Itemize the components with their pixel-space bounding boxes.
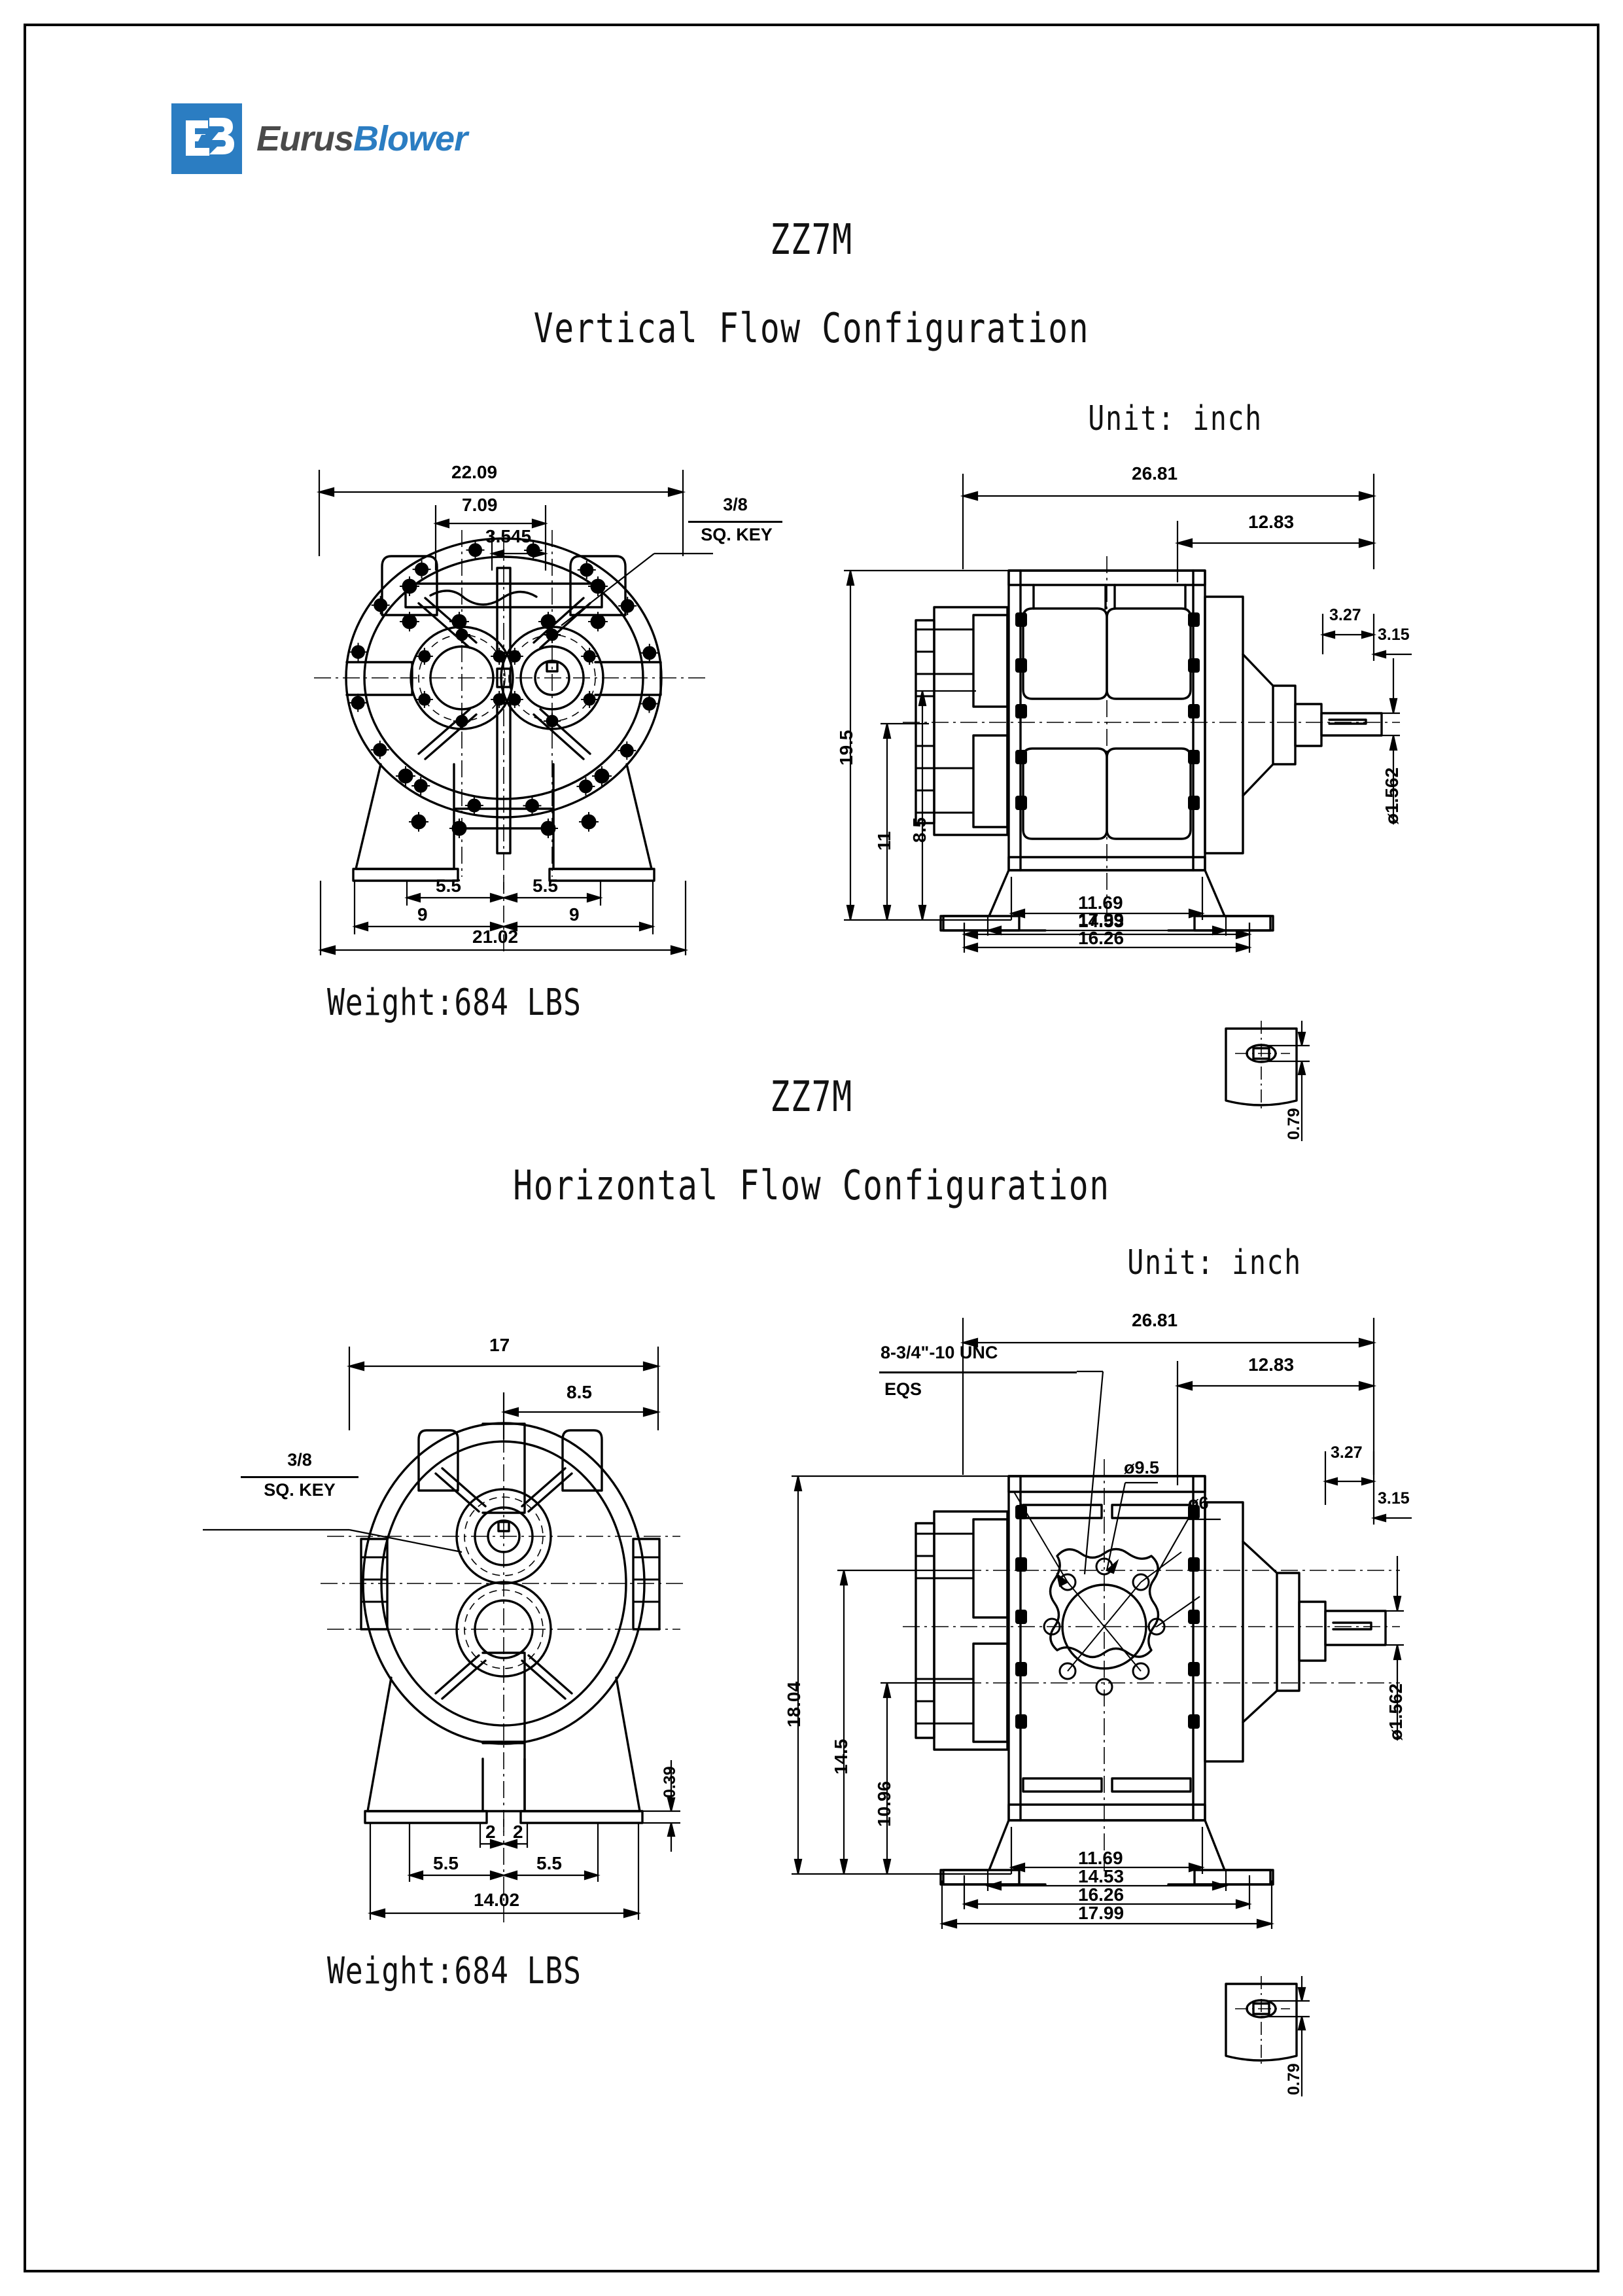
dim-9-left: 9 (417, 904, 428, 925)
dim-0-39-s2: 0.39 (661, 1766, 679, 1798)
brand-logo: EurusBlower (171, 103, 468, 174)
dim-5-5-right: 5.5 (532, 875, 558, 896)
dim-18-04-s2: 18.04 (784, 1681, 804, 1727)
dim-17-99-s2: 17.99 (1078, 1903, 1125, 1923)
hole-note-dia-6: ø6 (1188, 1493, 1209, 1513)
dim-17-99-s1: 17.99 (1078, 910, 1125, 930)
vertical-foot-detail: 0.79 (1197, 1001, 1367, 1165)
key-note-fraction-s2: 3/8 (287, 1450, 312, 1470)
dim-5-5-left: 5.5 (436, 875, 461, 896)
dim-8-5-s1: 8.5 (909, 817, 930, 843)
dim-11-69-s1: 11.69 (1078, 892, 1123, 913)
dim-3-27-s1: 3.27 (1329, 606, 1361, 624)
dim-14-53-s2: 14.53 (1078, 1866, 1125, 1886)
dim-3-15-s2: 3.15 (1378, 1489, 1410, 1508)
vertical-left-end-view: 22.09 7.09 3.545 (307, 458, 713, 955)
dim-16-26-s2: 16.26 (1078, 1884, 1125, 1905)
dim-dia-1-562-s2: ø1.562 (1386, 1683, 1406, 1740)
dim-9-right: 9 (569, 904, 580, 925)
brand-name-part2: Blower (353, 119, 468, 158)
eurusblower-logo-icon (171, 103, 242, 174)
vertical-side-view: 26.81 12.83 3.27 3.15 19.5 11 8.5 (824, 458, 1413, 955)
dim-12-83-s2: 12.83 (1248, 1354, 1295, 1375)
key-note-underline-s1 (688, 521, 782, 523)
dim-7-09: 7.09 (462, 495, 498, 515)
dim-21-02: 21.02 (472, 927, 519, 947)
dim-3-27-s2: 3.27 (1331, 1443, 1363, 1462)
section1-model-title: ZZ7M (770, 216, 853, 264)
section1-weight-label: Weight:684 LBS (327, 981, 582, 1024)
dim-26-81-s2: 26.81 (1132, 1310, 1178, 1330)
key-note-label-s1: SQ. KEY (701, 525, 773, 544)
dim-14-53-s1: 14.53 (1078, 911, 1125, 931)
dim-14-02-s2: 14.02 (474, 1890, 520, 1910)
brand-name: EurusBlower (256, 118, 468, 159)
horizontal-foot-detail: 0.79 (1197, 1956, 1367, 2120)
dim-14-5-s2: 14.5 (831, 1739, 851, 1775)
key-note-fraction-s1: 3/8 (723, 495, 748, 514)
dim-17-s2: 17 (489, 1335, 510, 1355)
dim-2-left-s2: 2 (485, 1822, 496, 1842)
section2-model-title: ZZ7M (770, 1073, 853, 1122)
horizontal-side-view: 8-3/4"-10 UNC EQS ø9.5 ø6 (784, 1309, 1413, 1930)
thread-note-line1: 8-3/4"-10 UNC (881, 1343, 998, 1362)
dim-5-5-left-s2: 5.5 (433, 1853, 459, 1873)
dim-8-5-s2: 8.5 (567, 1382, 592, 1402)
dim-3-545: 3.545 (485, 526, 532, 546)
hole-note-dia-9-5: ø9.5 (1124, 1458, 1160, 1477)
dim-22-09: 22.09 (451, 462, 498, 482)
dim-10-96-s2: 10.96 (874, 1780, 894, 1827)
section2-weight-label: Weight:684 LBS (327, 1950, 582, 1992)
dim-12-83-s1: 12.83 (1248, 512, 1295, 532)
sheet-border (24, 24, 1599, 2272)
key-note-label-s2: SQ. KEY (264, 1480, 336, 1500)
section2-config-title: Horizontal Flow Configuration (513, 1161, 1110, 1209)
dim-11-s1: 11 (874, 831, 894, 851)
section2-unit-label: Unit: inch (1127, 1243, 1302, 1282)
section1-unit-label: Unit: inch (1088, 399, 1263, 438)
horizontal-left-end-view: 17 8.5 0.39 (203, 1309, 713, 1930)
key-note-underline-s2 (241, 1476, 358, 1478)
dim-dia-1-562-s1: ø1.562 (1382, 767, 1402, 824)
dim-26-81-s1: 26.81 (1132, 463, 1178, 484)
dim-5-5-right-s2: 5.5 (536, 1853, 562, 1873)
dim-19-5-s1: 19.5 (836, 730, 856, 766)
thread-note-underline (879, 1371, 1077, 1373)
thread-note-line2: EQS (884, 1379, 922, 1399)
section1-config-title: Vertical Flow Configuration (533, 304, 1090, 352)
brand-name-part1: Eurus (256, 119, 354, 158)
dim-3-15-s1: 3.15 (1378, 626, 1410, 644)
dim-0-79-s2: 0.79 (1285, 2063, 1303, 2095)
dim-11-69-s2: 11.69 (1078, 1848, 1123, 1868)
dim-2-right-s2: 2 (513, 1822, 523, 1842)
dim-16-26-s1: 16.26 (1078, 928, 1125, 948)
